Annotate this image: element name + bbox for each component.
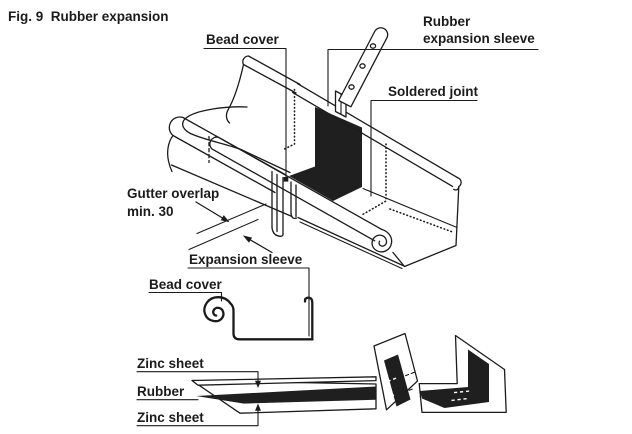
zinc-top-arrowhead [255, 380, 261, 388]
strap-hole-1 [369, 43, 377, 49]
profile-body [229, 302, 314, 341]
rubber-layer-shape [196, 386, 376, 404]
label-zinc-sheet-bottom: Zinc sheet [137, 410, 204, 425]
label-soldered-joint: Soldered joint [388, 84, 479, 99]
far-gutter-back-bead [291, 82, 459, 188]
label-rubber-sleeve-1: Rubber [423, 14, 471, 29]
near-gutter-front-bead [168, 116, 286, 194]
strap-hole-2 [359, 63, 366, 69]
channel-white-dashes [451, 390, 471, 402]
zinc-bottom-leader [136, 409, 259, 427]
label-zinc-sheet-top: Zinc sheet [137, 356, 204, 371]
overlap-hidden-edge-dotted [282, 88, 296, 151]
near-gutter-back-wall-edge [225, 63, 245, 124]
floor-dotted-line [389, 208, 454, 233]
label-gutter-overlap-1: Gutter overlap [127, 186, 219, 201]
bead-cover-top-leader [203, 47, 287, 178]
rubber-sleeve-fill [289, 107, 362, 201]
profile-curl [203, 296, 232, 323]
far-bead-end-hook [453, 176, 462, 191]
hanger-strap [334, 27, 389, 118]
end-panel-white-dashes [385, 376, 399, 400]
zinc-top-leader [136, 371, 259, 382]
label-bead-cover-profile: Bead cover [149, 277, 223, 292]
end-panel-rubber-strip [384, 354, 411, 407]
soldered-seam-dotted [360, 143, 387, 217]
zinc-bottom-arrowhead [255, 403, 261, 411]
bead-cover-leader-dot [283, 177, 289, 182]
corner-piece-drawing [373, 332, 507, 414]
profile-right-wall [303, 296, 314, 341]
far-gutter-bottom-edge [297, 216, 405, 267]
label-rubber-sleeve-2: expansion sleeve [423, 31, 535, 46]
soldered-joint-leader [370, 99, 478, 197]
strap-hole-3 [348, 84, 355, 90]
figure-title: Fig. 9 Rubber expansion [8, 9, 169, 24]
leader-lines [148, 47, 539, 337]
channel-rubber-strip [419, 349, 489, 408]
labels: Fig. 9 Rubber expansion Bead cover Rubbe… [8, 9, 535, 425]
back-wall-base-line [362, 187, 458, 229]
near-gutter-inner-corner [182, 106, 291, 174]
front-bead-curl [371, 228, 393, 253]
gutter-profile-drawing [203, 296, 314, 341]
sleeve-end-detail [271, 170, 298, 237]
main-isometric-drawing [167, 27, 462, 270]
label-rubber-layer: Rubber [137, 384, 185, 399]
far-gutter-front-bead [209, 136, 382, 242]
overlap-dimension [188, 201, 273, 254]
zinc-sheet-top-shape [191, 376, 377, 386]
label-bead-cover-top: Bead cover [206, 32, 280, 47]
near-gutter-back-bead [242, 55, 301, 94]
near-gutter-left-edge [167, 134, 174, 173]
label-gutter-overlap-2: min. 30 [127, 204, 174, 219]
layer-stack-drawing [136, 371, 377, 427]
far-gutter-right-end [392, 185, 460, 268]
label-expansion-sleeve: Expansion sleeve [189, 252, 303, 267]
expansion-sleeve-leader [187, 267, 310, 337]
far-gutter-bottom-inner-edge [299, 221, 403, 270]
rubber-sleeve-leader [327, 48, 539, 107]
end-panel-dashes [397, 371, 417, 396]
